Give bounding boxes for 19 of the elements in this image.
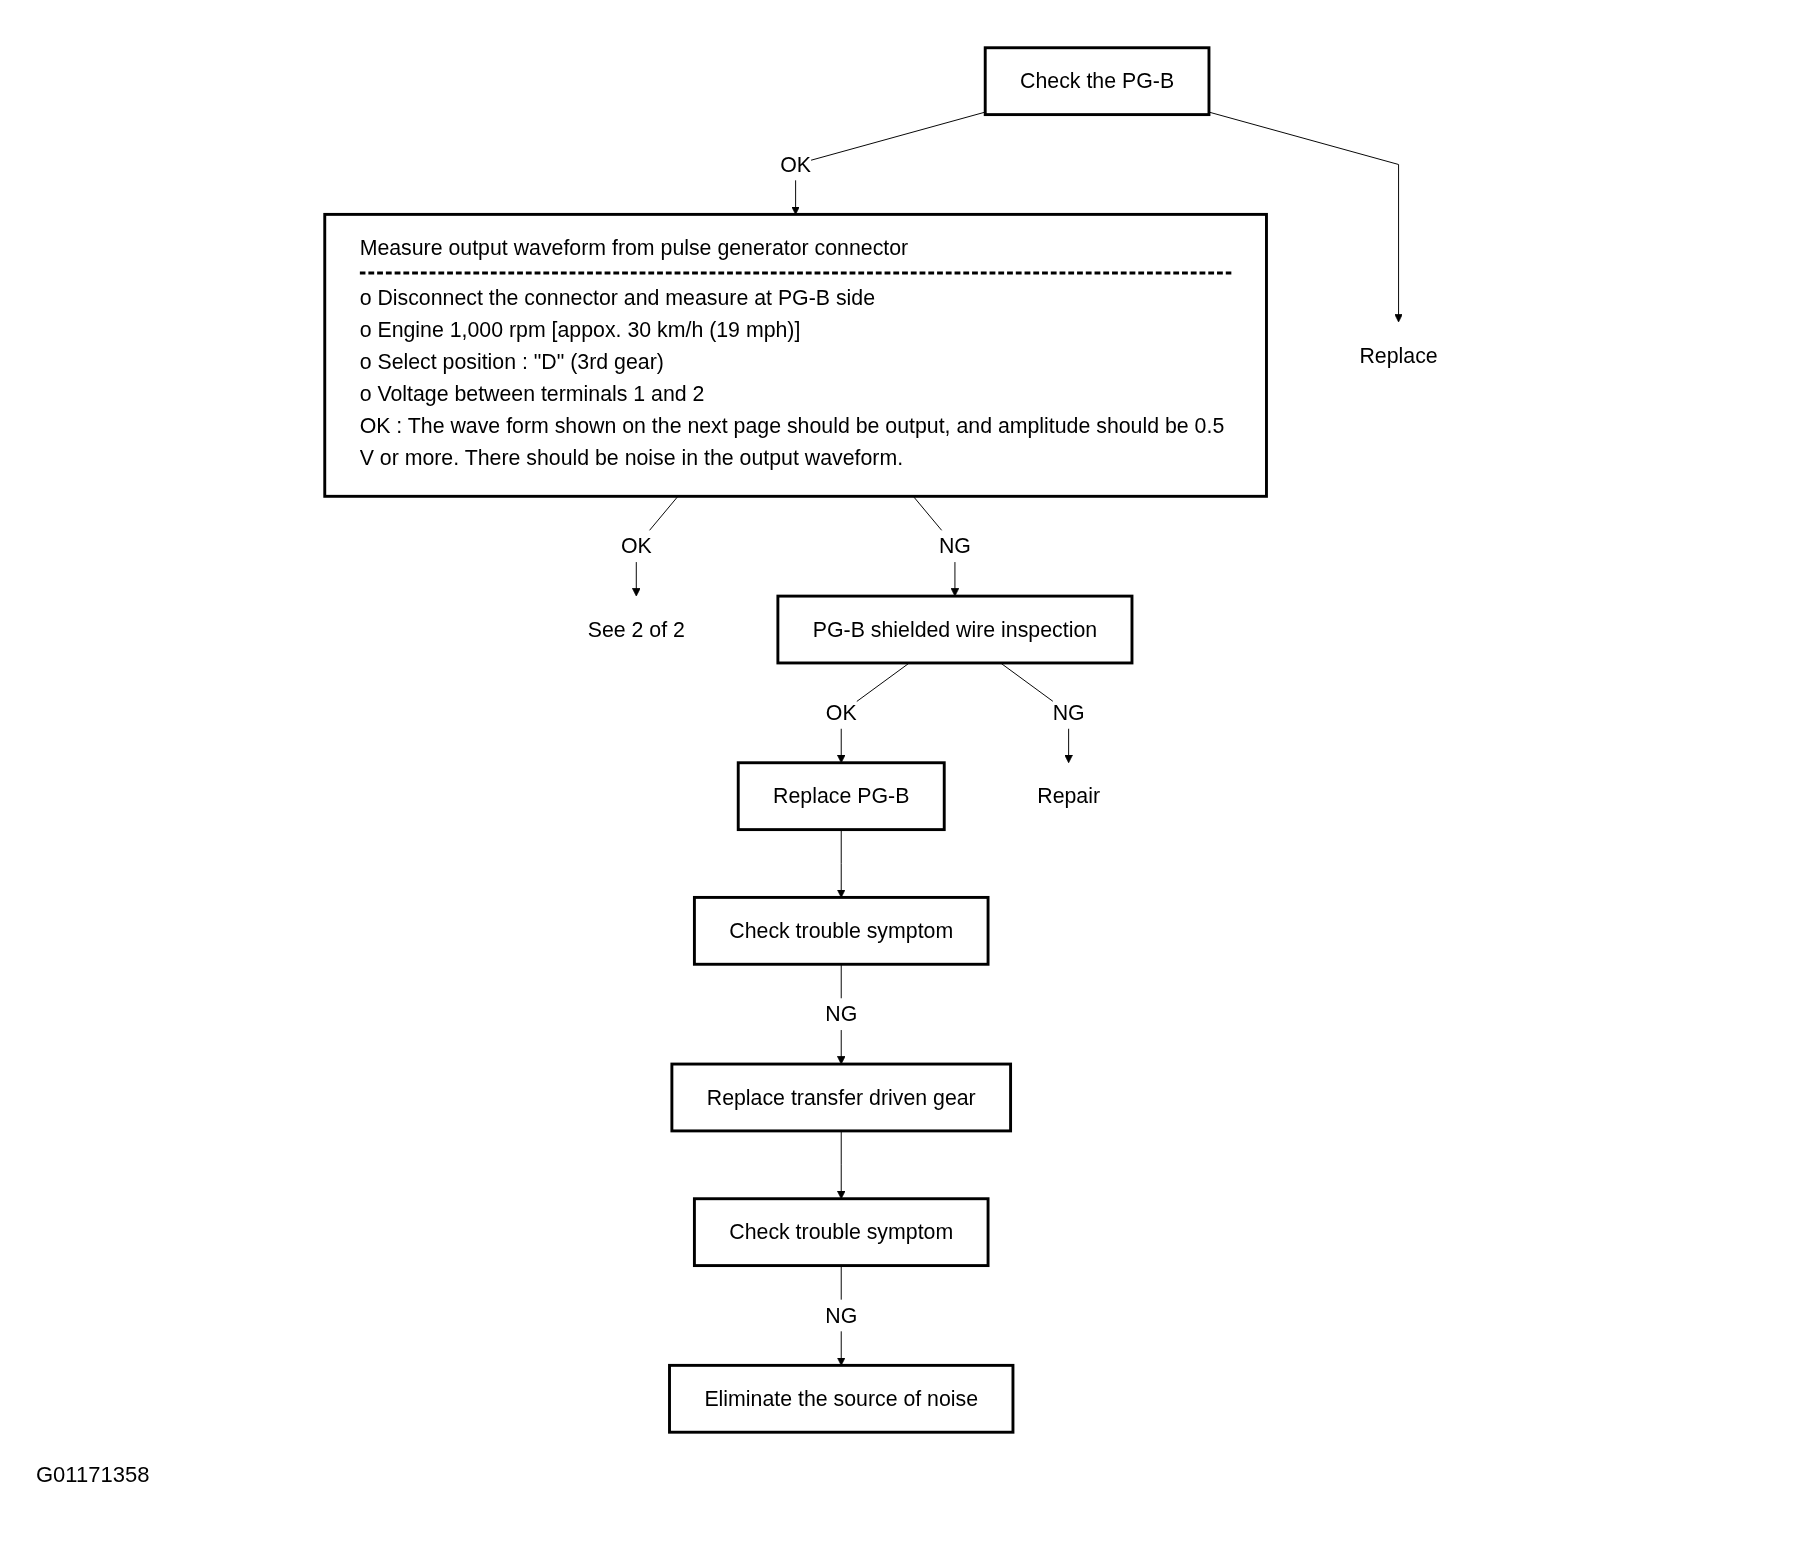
node-box: Replace PG-B (736, 761, 946, 832)
figure-code: G01171358 (36, 1462, 150, 1488)
node-box: PG-B shielded wire inspection (776, 594, 1134, 665)
edge-label: NG (825, 1002, 858, 1027)
edge-label: NG (825, 1303, 858, 1328)
node-box: Check trouble symptom (692, 895, 990, 966)
edge-label: OK (780, 152, 811, 177)
edge-label: OK (620, 534, 652, 559)
node-text: Repair (1037, 784, 1100, 809)
node-text: See 2 of 2 (587, 617, 685, 642)
node-box: Check trouble symptom (692, 1197, 990, 1268)
edge-label: OK (825, 700, 857, 725)
edge-label: NG (1052, 700, 1085, 725)
node-box: Replace transfer driven gear (670, 1062, 1012, 1133)
node-box: Measure output waveform from pulse generator connector o Disconnect the connector and measure at PG-B side o Engine 1,000 rpm [appox. 30 km/h (19 mph)] o Select position : "D" (3rd gear) o Voltage between terminals 1 and 2 OK : The wave form shown on the next page should be output, and amplitude should be 0.5 V or more. There should be noise in the output waveform. (323, 212, 1268, 498)
node-text: Replace (1359, 343, 1438, 368)
node-box: Eliminate the source of noise (667, 1363, 1015, 1434)
node-box: Check the PG-B (983, 46, 1211, 117)
edge-label: NG (938, 534, 971, 559)
